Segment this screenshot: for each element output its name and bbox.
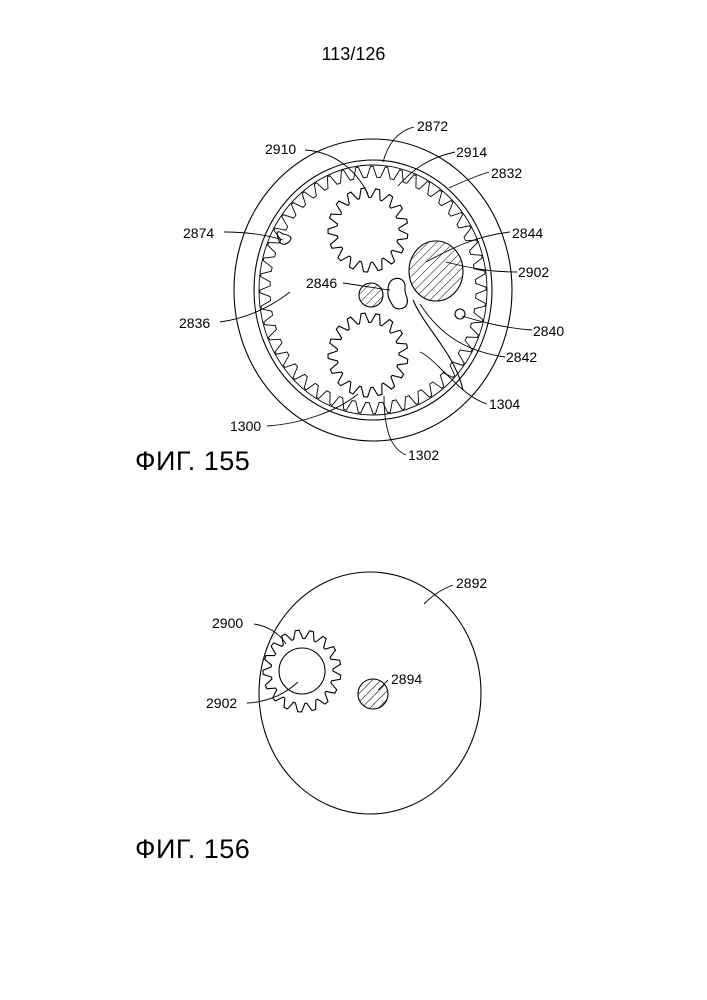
callout-2910: 2910 <box>265 141 296 157</box>
callout-2894: 2894 <box>391 671 422 687</box>
gear-bore-2902 <box>279 648 325 694</box>
callout-2872: 2872 <box>417 118 448 134</box>
callout-1302: 1302 <box>408 447 439 463</box>
callout-2900: 2900 <box>212 615 243 631</box>
planet-gear-top <box>328 188 408 272</box>
hatched-pin-2846 <box>359 283 383 307</box>
figure-156-callouts: 2892 2900 2894 2902 <box>206 575 487 711</box>
callout-1300: 1300 <box>230 418 261 434</box>
callout-2840: 2840 <box>533 323 564 339</box>
callout-2914: 2914 <box>456 144 487 160</box>
planet-gear-bottom <box>328 313 408 397</box>
callout-2842: 2842 <box>506 349 537 365</box>
callout-2874: 2874 <box>183 225 214 241</box>
hatched-pin-2894 <box>358 679 388 709</box>
hole-2840 <box>455 309 465 319</box>
callout-2846: 2846 <box>306 275 337 291</box>
callout-2902-fig156: 2902 <box>206 695 237 711</box>
figure-156-drawing <box>259 572 481 814</box>
callout-2844: 2844 <box>512 225 543 241</box>
callout-1304: 1304 <box>489 396 520 412</box>
gear-2900 <box>263 630 341 712</box>
link-element <box>388 278 408 308</box>
callout-2902: 2902 <box>518 264 549 280</box>
callout-2892: 2892 <box>456 575 487 591</box>
hatched-shaft-2844 <box>409 241 463 301</box>
callout-2836: 2836 <box>179 315 210 331</box>
callout-2832: 2832 <box>491 165 522 181</box>
